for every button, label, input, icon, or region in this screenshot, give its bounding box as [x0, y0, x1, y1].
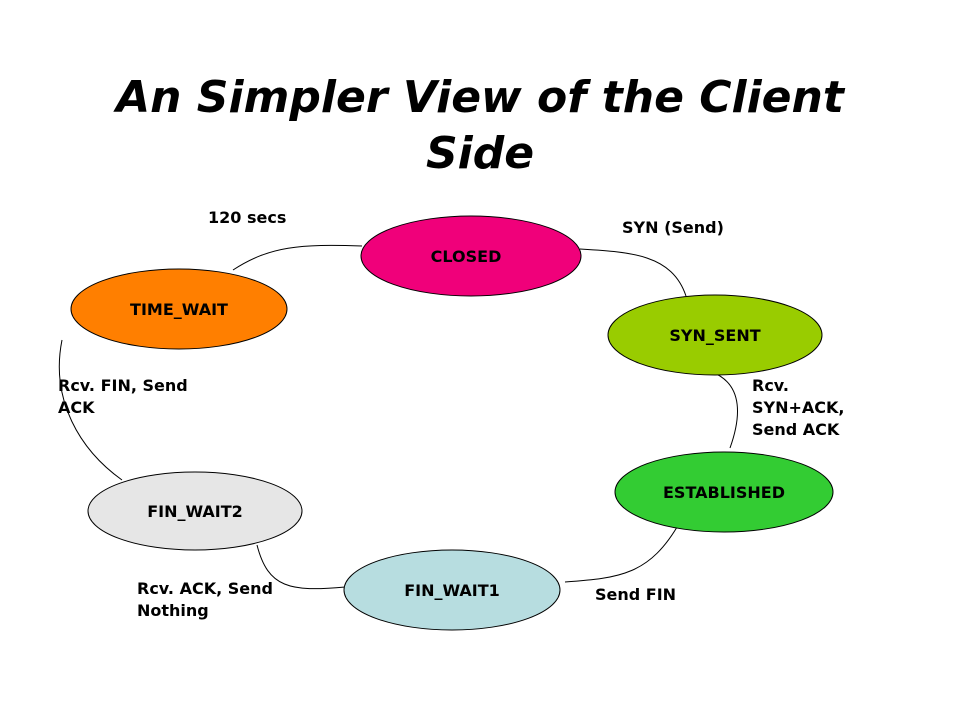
- label-fin-wait2-to-time-wait: Rcv. FIN, Send ACK: [58, 375, 188, 419]
- label-time-wait-to-closed-line-1: 120 secs: [208, 208, 287, 227]
- label-syn-sent-to-established-line-3: Send ACK: [752, 420, 840, 439]
- label-fin-wait1-to-fin-wait2: Rcv. ACK, Send Nothing: [137, 578, 273, 622]
- state-syn-sent: SYN_SENT: [607, 294, 823, 376]
- state-established-shape: [614, 451, 834, 533]
- state-time-wait-shape: [70, 268, 288, 350]
- state-time-wait-label: TIME_WAIT: [130, 300, 228, 319]
- edge-closed-to-syn-sent: [579, 248, 687, 297]
- label-fin-wait2-to-time-wait-line-2: ACK: [58, 398, 95, 417]
- state-established-label: ESTABLISHED: [663, 483, 785, 502]
- edge-fin-wait1-to-fin-wait2: [256, 544, 346, 590]
- state-closed-shape: [360, 215, 582, 297]
- edge-syn-sent-to-established: [711, 371, 738, 449]
- edge-time-wait-to-closed: [232, 244, 363, 271]
- label-closed-to-syn-sent-line-1: SYN (Send): [622, 218, 724, 237]
- label-fin-wait1-to-fin-wait2-line-2: Nothing: [137, 601, 209, 620]
- label-syn-sent-to-established: Rcv. SYN+ACK, Send ACK: [752, 375, 845, 441]
- state-fin-wait1: FIN_WAIT1: [343, 549, 561, 631]
- state-fin-wait2-shape: [87, 471, 303, 551]
- label-fin-wait1-to-fin-wait2-line-1: Rcv. ACK, Send: [137, 579, 273, 598]
- state-fin-wait1-label: FIN_WAIT1: [404, 581, 500, 600]
- label-closed-to-syn-sent: SYN (Send): [622, 217, 724, 239]
- state-fin-wait2: FIN_WAIT2: [87, 471, 303, 551]
- label-established-to-fin-wait1: Send FIN: [595, 584, 676, 606]
- state-time-wait: TIME_WAIT: [70, 268, 288, 350]
- state-established: ESTABLISHED: [614, 451, 834, 533]
- edge-fin-wait2-to-time-wait: [58, 339, 123, 481]
- label-syn-sent-to-established-line-2: SYN+ACK,: [752, 398, 845, 417]
- label-fin-wait2-to-time-wait-line-1: Rcv. FIN, Send: [58, 376, 188, 395]
- label-syn-sent-to-established-line-1: Rcv.: [752, 376, 790, 395]
- title-line-2: Side: [425, 128, 535, 179]
- state-syn-sent-shape: [607, 294, 823, 376]
- label-established-to-fin-wait1-line-1: Send FIN: [595, 585, 677, 604]
- state-closed: CLOSED: [360, 215, 582, 297]
- label-time-wait-to-closed: 120 secs: [208, 207, 286, 229]
- state-closed-label: CLOSED: [431, 247, 502, 266]
- state-syn-sent-label: SYN_SENT: [669, 326, 760, 345]
- edge-established-to-fin-wait1: [564, 521, 681, 583]
- page-title: An Simpler View of the Client Side: [0, 70, 960, 182]
- title-line-1: An Simpler View of the Client: [116, 72, 844, 123]
- state-fin-wait2-label: FIN_WAIT2: [147, 502, 243, 521]
- state-fin-wait1-shape: [343, 549, 561, 631]
